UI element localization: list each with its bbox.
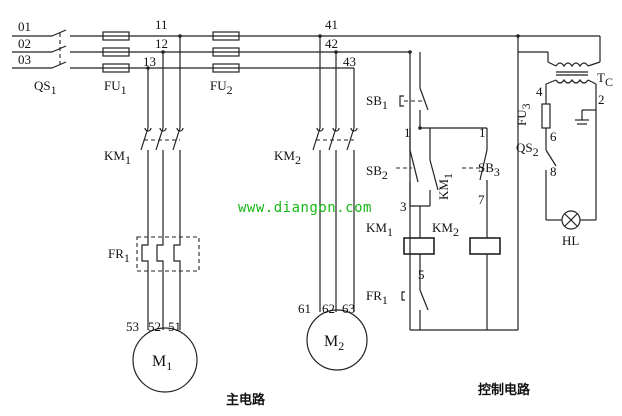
label-km1: KM1 xyxy=(104,148,131,167)
label-terminal-6: 6 xyxy=(550,129,557,144)
label-km2-coil: KM2 xyxy=(432,220,459,239)
label-qs2: QS2 xyxy=(516,140,539,159)
control-circuit xyxy=(396,34,520,331)
label-node-11: 11 xyxy=(155,17,168,32)
lamp-circuit xyxy=(518,36,601,230)
label-sb3: SB3 xyxy=(478,160,500,179)
label-qs1: QS1 xyxy=(34,78,57,97)
label-node-41: 41 xyxy=(325,17,338,32)
label-node-12: 12 xyxy=(155,36,168,51)
label-motor-m2: M2 xyxy=(324,333,344,353)
label-motor-m1: M1 xyxy=(152,353,172,373)
label-node-61: 61 xyxy=(298,301,311,316)
label-sb2: SB2 xyxy=(366,163,388,182)
motor1-branch xyxy=(132,34,200,393)
label-sb1: SB1 xyxy=(366,93,388,112)
label-node-51: 51 xyxy=(168,319,181,334)
label-node-62: 62 xyxy=(322,301,335,316)
label-fu1: FU1 xyxy=(104,78,127,97)
label-hl: HL xyxy=(562,233,579,248)
label-ctrl-node-1a: 1 xyxy=(404,125,411,140)
label-node-53: 53 xyxy=(126,319,139,334)
label-terminal-4: 4 xyxy=(536,84,543,99)
label-ctrl-node-1b: 1 xyxy=(479,125,486,140)
caption-main-circuit: 主电路 xyxy=(226,392,266,408)
label-ctrl-node-5: 5 xyxy=(418,267,425,282)
label-fr1-ctrl: FR1 xyxy=(366,288,388,307)
label-terminal-8: 8 xyxy=(550,164,557,179)
watermark: www.diangon.com xyxy=(238,200,372,216)
label-node-43: 43 xyxy=(343,54,356,69)
label-km1-contact: KM1 xyxy=(436,173,455,200)
label-ctrl-node-7: 7 xyxy=(478,192,485,207)
label-node-52: 52 xyxy=(148,319,161,334)
label-line-02: 02 xyxy=(18,36,31,51)
label-line-01: 01 xyxy=(18,19,31,34)
supply-lines xyxy=(12,29,600,73)
label-node-13: 13 xyxy=(143,54,156,69)
label-tc: TC xyxy=(597,70,613,89)
caption-control-circuit: 控制电路 xyxy=(478,382,531,398)
label-km1-coil: KM1 xyxy=(366,220,393,239)
label-ctrl-node-3: 3 xyxy=(400,199,407,214)
label-node-42: 42 xyxy=(325,36,338,51)
label-fu3: FU3 xyxy=(514,103,533,126)
label-fr1: FR1 xyxy=(108,246,130,265)
label-node-63: 63 xyxy=(342,301,355,316)
label-line-03: 03 xyxy=(18,52,31,67)
label-terminal-2: 2 xyxy=(598,92,605,107)
motor2-branch xyxy=(306,34,368,371)
label-km2: KM2 xyxy=(274,148,301,167)
label-fu2: FU2 xyxy=(210,78,233,97)
